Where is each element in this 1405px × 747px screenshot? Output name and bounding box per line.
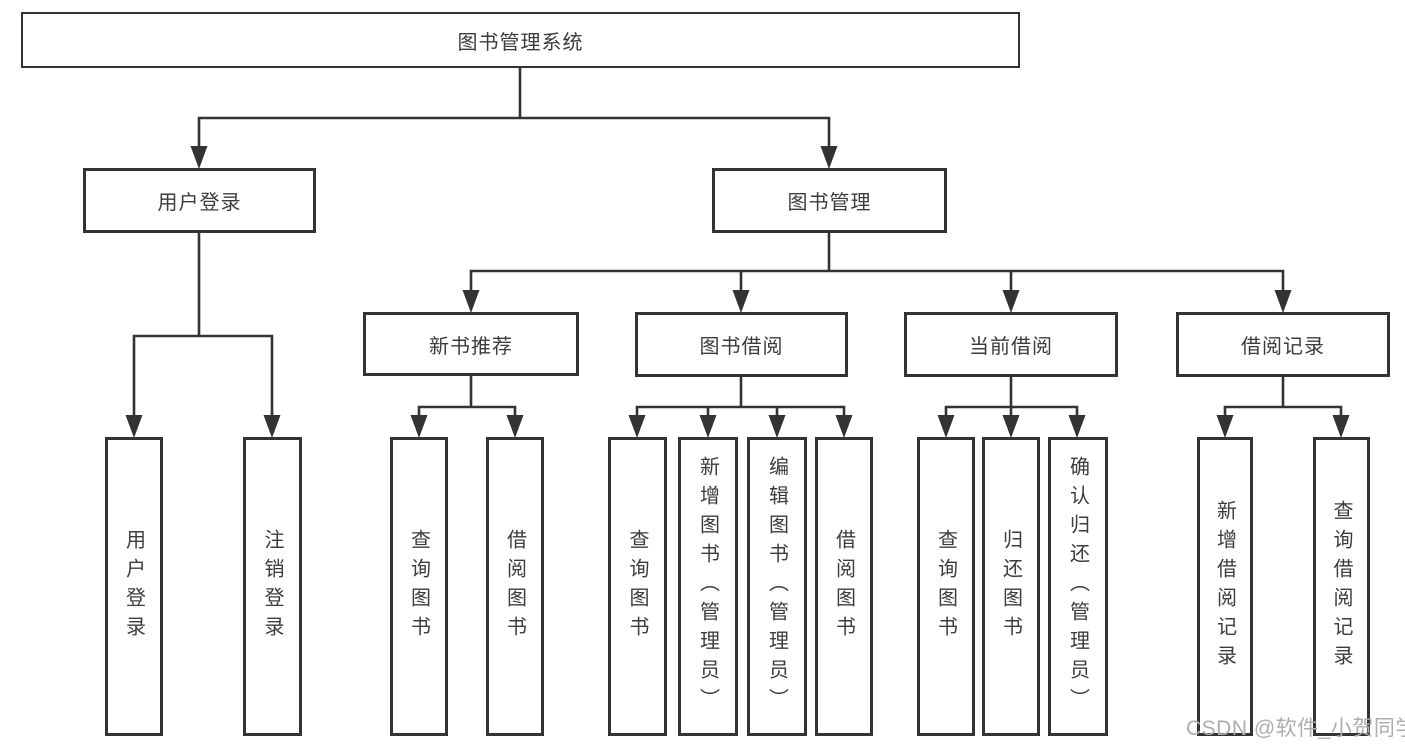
node-book-management: 图书管理 — [712, 168, 947, 233]
arrowhead — [506, 415, 524, 438]
node-leaf-confirm-return: 确认归还（管理员） — [1048, 437, 1108, 736]
node-current-borrow-label: 当前借阅 — [969, 336, 1053, 358]
node-new-book-recommend-label: 新书推荐 — [429, 335, 513, 358]
arrowhead — [835, 415, 853, 438]
node-leaf-edit-book: 编辑图书（管理员） — [747, 437, 807, 736]
node-leaf-borrow-book-label: 借阅图书 — [832, 528, 855, 645]
node-leaf-query-book-current: 查询图书 — [917, 437, 975, 736]
node-leaf-query-book-current-label: 查询图书 — [934, 528, 957, 645]
node-leaf-user-login: 用户登录 — [105, 437, 163, 736]
arrowhead — [1216, 415, 1234, 438]
arrowhead — [1274, 290, 1292, 313]
node-leaf-query-book-recommend-label: 查询图书 — [407, 528, 430, 645]
node-leaf-confirm-return-label: 确认归还（管理员） — [1066, 456, 1089, 717]
node-root: 图书管理系统 — [21, 12, 1020, 68]
node-leaf-query-book-borrow: 查询图书 — [608, 437, 667, 736]
arrowhead — [410, 415, 428, 438]
node-borrow-record-label: 借阅记录 — [1241, 336, 1325, 358]
edge-root-to-level2 — [190, 68, 838, 169]
watermark-text: CSDN @软件_小贺同学 — [1186, 717, 1405, 740]
node-leaf-query-book-borrow-label: 查询图书 — [626, 528, 648, 645]
node-leaf-return-book-label: 归还图书 — [999, 528, 1022, 645]
node-leaf-logout-label: 注销登录 — [261, 528, 283, 645]
arrowhead — [937, 415, 955, 438]
node-leaf-add-borrow-record-label: 新增借阅记录 — [1213, 499, 1236, 674]
arrowhead — [699, 415, 717, 438]
node-leaf-add-book: 新增图书（管理员） — [678, 437, 738, 736]
node-leaf-add-book-label: 新增图书（管理员） — [696, 456, 719, 717]
node-leaf-borrow-book-recommend-label: 借阅图书 — [503, 528, 526, 645]
edge-book-mgmt-to-level3 — [462, 232, 1292, 313]
node-book-borrow: 图书借阅 — [635, 312, 848, 377]
arrowhead — [732, 290, 750, 313]
arrowhead — [768, 415, 786, 438]
node-book-borrow-label: 图书借阅 — [699, 336, 784, 358]
arrowhead — [190, 146, 208, 169]
edge-book-borrow-to-leaves — [628, 375, 853, 438]
edge-current-borrow-to-leaves — [937, 375, 1086, 438]
arrowhead — [125, 415, 143, 438]
node-leaf-query-book-recommend: 查询图书 — [390, 437, 448, 736]
node-user-login-label: 用户登录 — [157, 192, 242, 214]
arrowhead — [1068, 415, 1086, 438]
node-leaf-edit-book-label: 编辑图书（管理员） — [765, 456, 788, 717]
edge-borrow-record-to-leaves — [1216, 375, 1350, 438]
node-leaf-borrow-book-recommend: 借阅图书 — [486, 437, 544, 736]
node-leaf-borrow-book: 借阅图书 — [815, 437, 873, 736]
node-leaf-query-borrow-record: 查询借阅记录 — [1313, 437, 1370, 736]
node-leaf-return-book: 归还图书 — [982, 437, 1040, 736]
arrowhead — [1002, 415, 1020, 438]
arrowhead — [820, 146, 838, 169]
node-book-management-label: 图书管理 — [787, 192, 872, 214]
node-borrow-record: 借阅记录 — [1176, 312, 1390, 377]
node-root-label: 图书管理系统 — [457, 31, 584, 54]
arrowhead — [628, 415, 646, 438]
arrowhead — [1002, 290, 1020, 313]
arrowhead — [1332, 415, 1350, 438]
edge-new-book-rec-to-leaves — [410, 375, 524, 438]
arrowhead — [263, 415, 281, 438]
arrowhead — [462, 290, 480, 313]
node-leaf-user-login-label: 用户登录 — [122, 528, 145, 645]
node-current-borrow: 当前借阅 — [904, 312, 1118, 377]
edge-user-login-to-leaves — [125, 232, 281, 438]
node-user-login: 用户登录 — [83, 168, 316, 233]
node-new-book-recommend: 新书推荐 — [363, 312, 579, 376]
node-leaf-logout: 注销登录 — [243, 437, 302, 736]
node-leaf-add-borrow-record: 新增借阅记录 — [1197, 437, 1253, 736]
node-leaf-query-borrow-record-label: 查询借阅记录 — [1330, 499, 1352, 674]
